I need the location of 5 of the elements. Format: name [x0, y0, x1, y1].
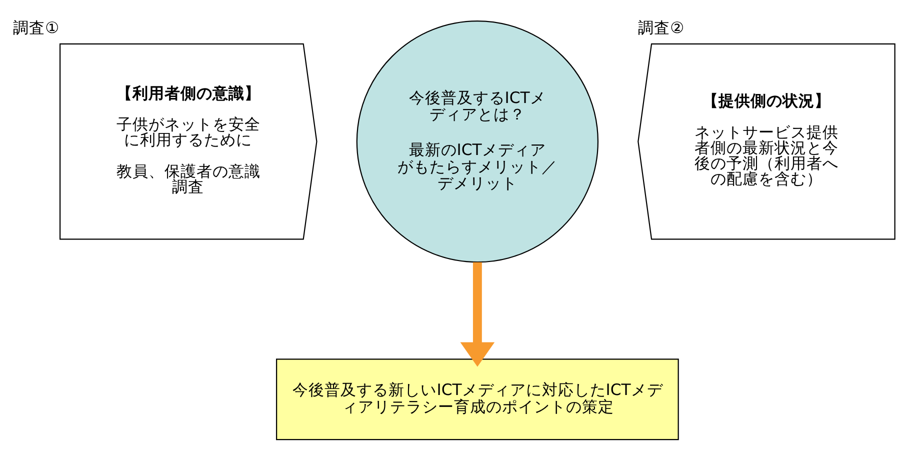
arrow	[460, 262, 495, 367]
node-label: 調査①	[13, 18, 60, 37]
node-label: 調査②	[638, 18, 684, 37]
node-circle: 今後普及するICTメディアとは？ 最新のICTメディアがもたらすメリット／デメリット	[356, 20, 599, 263]
node-box: 今後普及する新しいICTメディアに対応したICTメディアリテラシー育成のポイントの策定	[276, 358, 679, 440]
